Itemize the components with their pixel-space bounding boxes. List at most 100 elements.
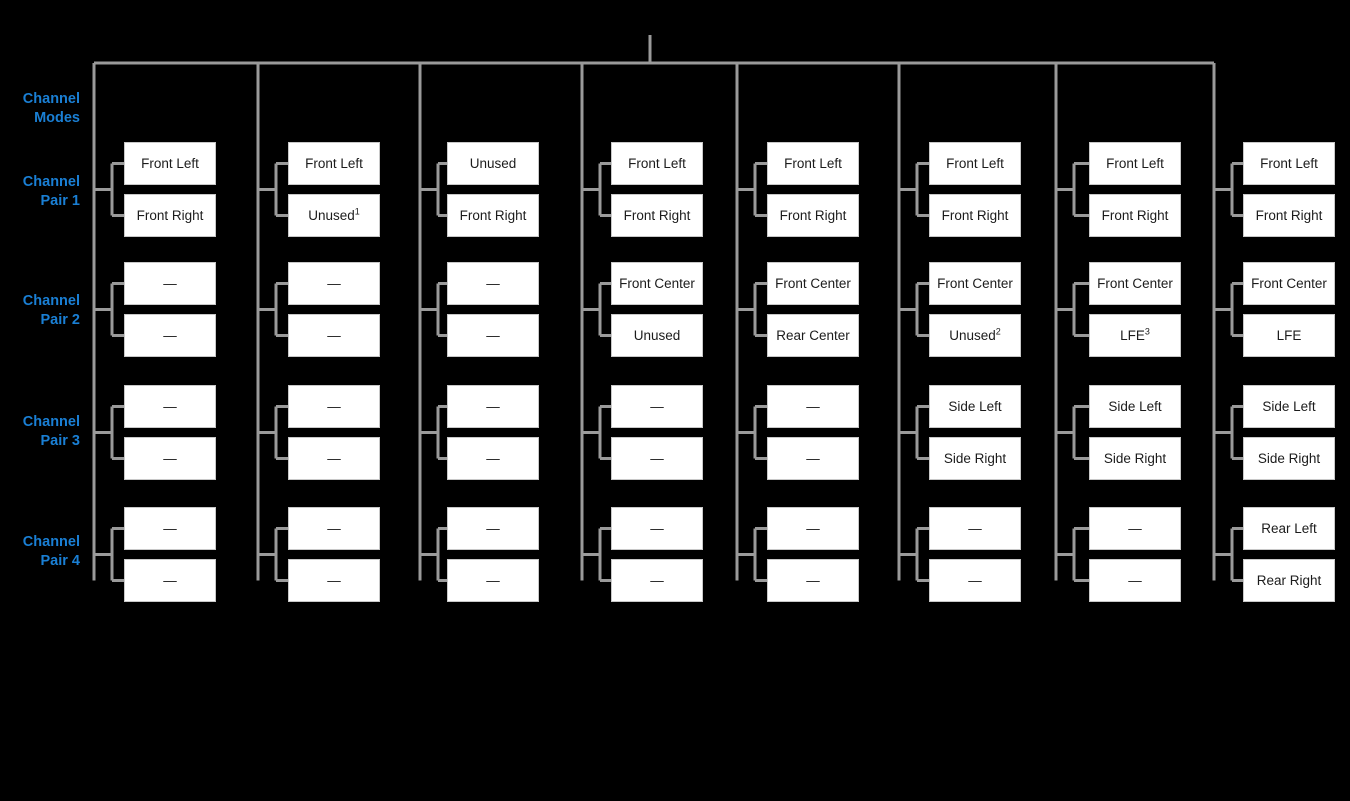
channel-box-unused[interactable]: Unused1 [288, 194, 380, 237]
channel-box-front-right[interactable]: Front Right [929, 194, 1021, 237]
channel-box-unused[interactable]: Unused2 [929, 314, 1021, 357]
channel-box-label: — [650, 572, 664, 588]
channel-box-label: LFE3 [1120, 326, 1150, 343]
channel-box-empty[interactable]: — [447, 507, 539, 550]
channel-box-side-left[interactable]: Side Left [1089, 385, 1181, 428]
channel-box-front-right[interactable]: Front Right [1243, 194, 1335, 237]
channel-box-empty[interactable]: — [288, 437, 380, 480]
channel-box-front-center[interactable]: Front Center [929, 262, 1021, 305]
channel-box-empty[interactable]: — [447, 385, 539, 428]
channel-box-empty[interactable]: — [1089, 507, 1181, 550]
channel-box-empty[interactable]: — [767, 385, 859, 428]
channel-box-front-left[interactable]: Front Left [929, 142, 1021, 185]
row-label-line1: Channel [22, 174, 80, 190]
channel-box-label: Front Center [775, 275, 851, 291]
channel-box-label: — [327, 398, 341, 414]
channel-box-front-center[interactable]: Front Center [767, 262, 859, 305]
channel-box-label: — [327, 572, 341, 588]
channel-box-front-right[interactable]: Front Right [611, 194, 703, 237]
channel-box-label: — [163, 327, 177, 343]
channel-box-unused[interactable]: Unused [447, 142, 539, 185]
channel-box-empty[interactable]: — [447, 314, 539, 357]
channel-box-empty[interactable]: — [611, 437, 703, 480]
channel-box-empty[interactable]: — [124, 314, 216, 357]
channel-box-side-right[interactable]: Side Right [1243, 437, 1335, 480]
channel-box-front-right[interactable]: Front Right [767, 194, 859, 237]
channel-box-lfe[interactable]: LFE3 [1089, 314, 1181, 357]
channel-box-front-left[interactable]: Front Left [124, 142, 216, 185]
channel-box-label: Rear Right [1256, 572, 1322, 588]
channel-box-front-center[interactable]: Front Center [1089, 262, 1181, 305]
row-label-line1: Channel [22, 414, 80, 430]
channel-box-label: Unused1 [308, 206, 360, 223]
channel-box-empty[interactable]: — [767, 559, 859, 602]
channel-box-front-left[interactable]: Front Left [767, 142, 859, 185]
channel-box-label: Front Center [619, 275, 695, 291]
channel-box-empty[interactable]: — [929, 507, 1021, 550]
row-label-line1: Channel [22, 293, 80, 309]
channel-box-label: Front Left [1106, 155, 1164, 171]
channel-box-label: — [486, 275, 500, 291]
channel-box-label: Side Left [1108, 398, 1162, 414]
channel-box-label: — [806, 572, 820, 588]
channel-box-empty[interactable]: — [124, 507, 216, 550]
channel-box-side-left[interactable]: Side Left [1243, 385, 1335, 428]
channel-box-front-left[interactable]: Front Left [1089, 142, 1181, 185]
channel-box-empty[interactable]: — [124, 437, 216, 480]
channel-box-label: — [650, 520, 664, 536]
channel-box-empty[interactable]: — [447, 262, 539, 305]
channel-box-empty[interactable]: — [767, 437, 859, 480]
channel-box-front-center[interactable]: Front Center [611, 262, 703, 305]
footnote-marker: 1 [354, 206, 360, 217]
channel-box-empty[interactable]: — [288, 314, 380, 357]
channel-box-empty[interactable]: — [611, 507, 703, 550]
channel-box-front-left[interactable]: Front Left [288, 142, 380, 185]
channel-box-empty[interactable]: — [124, 262, 216, 305]
channel-box-front-right[interactable]: Front Right [1089, 194, 1181, 237]
channel-box-empty[interactable]: — [611, 385, 703, 428]
channel-box-label: Front Right [1101, 207, 1169, 223]
channel-box-label: — [486, 398, 500, 414]
channel-box-front-right[interactable]: Front Right [447, 194, 539, 237]
channel-box-label: Front Left [628, 155, 686, 171]
channel-box-label: — [163, 572, 177, 588]
channel-box-label: Side Right [1103, 450, 1167, 466]
channel-box-empty[interactable]: — [288, 262, 380, 305]
channel-box-lfe[interactable]: LFE [1243, 314, 1335, 357]
channel-box-rear-right[interactable]: Rear Right [1243, 559, 1335, 602]
channel-box-label: — [327, 520, 341, 536]
channel-box-label: — [650, 398, 664, 414]
channel-box-label: — [486, 572, 500, 588]
channel-box-label: Front Right [941, 207, 1009, 223]
channel-box-label: Front Center [1251, 275, 1327, 291]
channel-box-empty[interactable]: — [929, 559, 1021, 602]
channel-box-label: Front Left [1260, 155, 1318, 171]
channel-box-empty[interactable]: — [447, 437, 539, 480]
channel-box-rear-center[interactable]: Rear Center [767, 314, 859, 357]
channel-box-label: — [486, 450, 500, 466]
row-label-line1: Channel [22, 534, 80, 550]
channel-box-side-right[interactable]: Side Right [929, 437, 1021, 480]
channel-box-label: Front Left [946, 155, 1004, 171]
channel-box-front-right[interactable]: Front Right [124, 194, 216, 237]
channel-box-empty[interactable]: — [124, 559, 216, 602]
channel-box-front-left[interactable]: Front Left [1243, 142, 1335, 185]
channel-box-empty[interactable]: — [1089, 559, 1181, 602]
channel-box-empty[interactable]: — [611, 559, 703, 602]
channel-box-empty[interactable]: — [767, 507, 859, 550]
channel-box-label: — [806, 450, 820, 466]
channel-box-front-center[interactable]: Front Center [1243, 262, 1335, 305]
channel-box-side-left[interactable]: Side Left [929, 385, 1021, 428]
channel-box-label: — [327, 275, 341, 291]
channel-box-front-left[interactable]: Front Left [611, 142, 703, 185]
channel-box-side-right[interactable]: Side Right [1089, 437, 1181, 480]
channel-box-empty[interactable]: — [447, 559, 539, 602]
channel-box-label: Front Right [136, 207, 204, 223]
channel-box-empty[interactable]: — [288, 507, 380, 550]
channel-box-empty[interactable]: — [124, 385, 216, 428]
channel-box-rear-left[interactable]: Rear Left [1243, 507, 1335, 550]
channel-box-empty[interactable]: — [288, 559, 380, 602]
channel-box-unused[interactable]: Unused [611, 314, 703, 357]
channel-box-empty[interactable]: — [288, 385, 380, 428]
